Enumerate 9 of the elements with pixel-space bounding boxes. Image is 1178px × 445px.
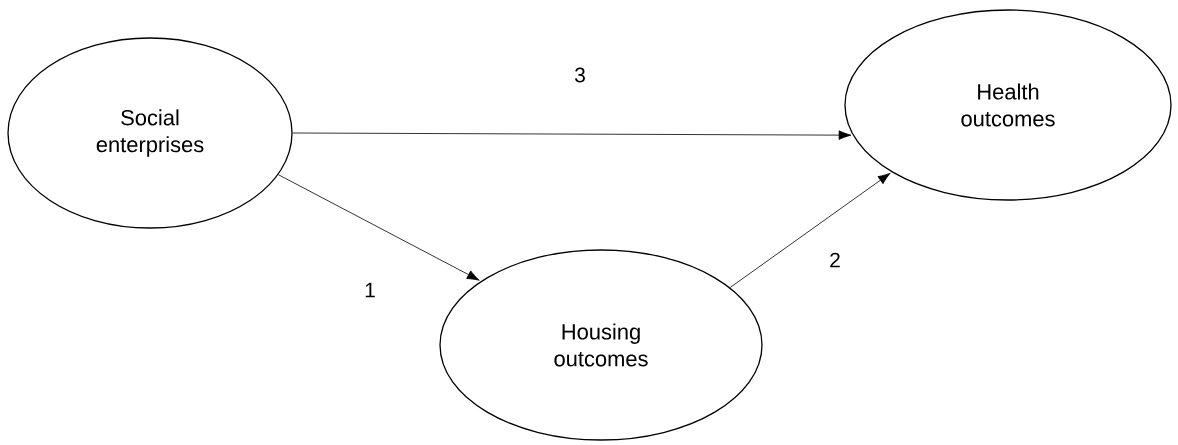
edge-label: 2 <box>830 252 840 268</box>
ellipse-node: Social enterprises <box>7 37 293 229</box>
ellipse-node: Housing outcomes <box>439 249 763 441</box>
arrow <box>278 174 480 281</box>
edge-label: 1 <box>365 282 375 298</box>
edge-label: 3 <box>575 67 585 83</box>
arrow <box>729 172 891 288</box>
arrow <box>292 130 852 140</box>
ellipse-node: Health outcomes <box>844 9 1172 201</box>
